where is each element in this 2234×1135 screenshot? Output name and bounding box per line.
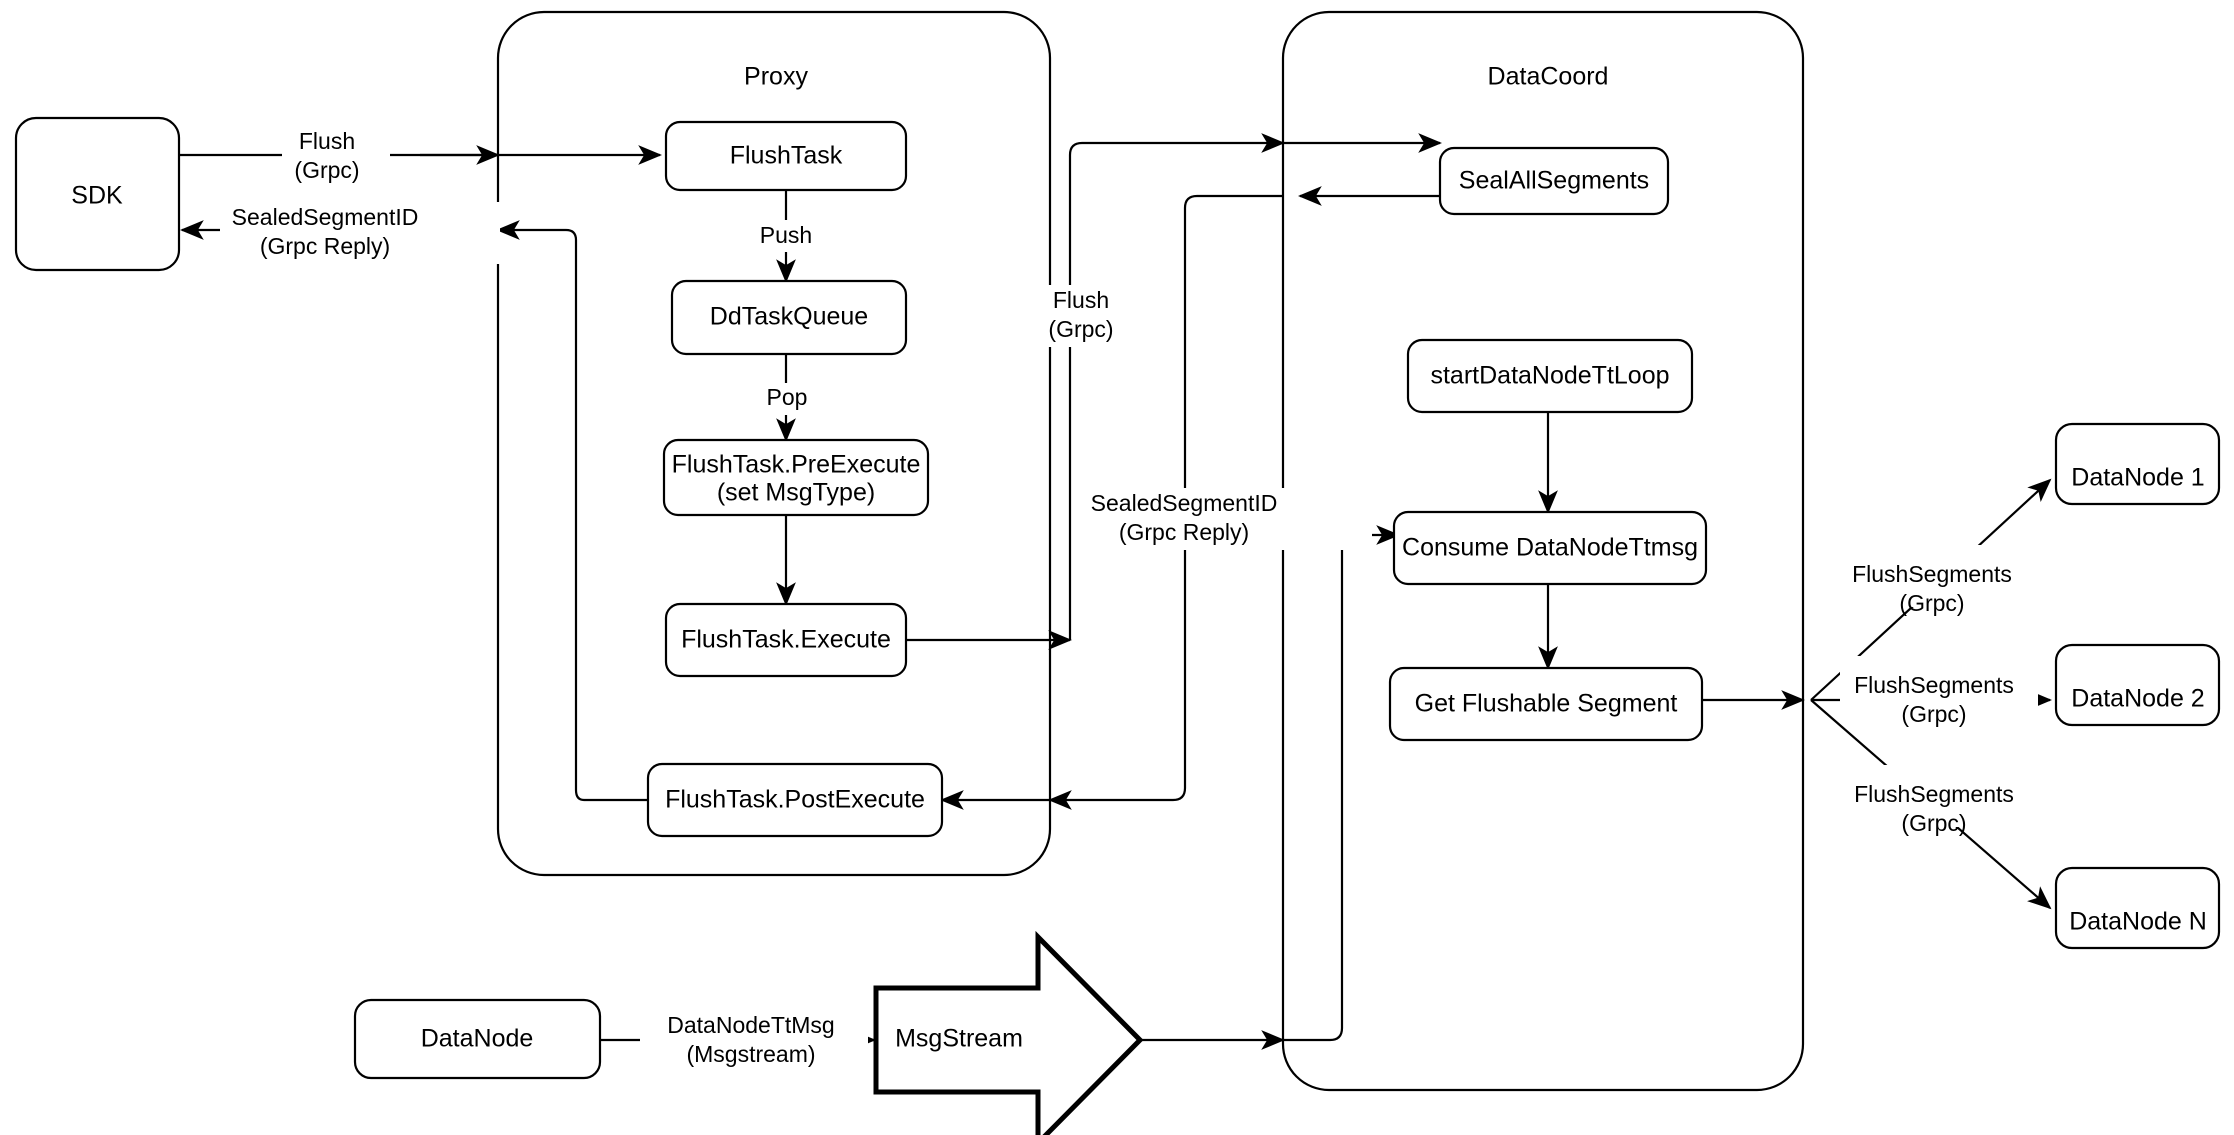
node-datanode-1[interactable]: [2054, 422, 2221, 506]
node-ddtaskqueue-label: DdTaskQueue: [710, 303, 868, 331]
edge-label-flushsegments-1-line2: (Grpc): [1899, 590, 1964, 616]
edge-flush-corridor-to-datacoord: [1068, 133, 1285, 640]
edge-label-flush-grpc-corridor-line2: (Grpc): [1048, 316, 1113, 342]
node-start-datanode-tt-loop-label: startDataNodeTtLoop: [1430, 362, 1669, 390]
edge-label-flush-grpc-corridor-line1: Flush: [1053, 287, 1109, 313]
edge-label-sealedsegmentid-corridor: SealedSegmentID (Grpc Reply): [1090, 488, 1372, 550]
edge-postexecute-to-sdk-rail: [496, 220, 648, 802]
edge-label-flush-grpc-sdk-line2: (Grpc): [294, 157, 359, 183]
node-flushtask-preexecute[interactable]: [662, 438, 930, 517]
edge-label-flushsegments-2-line1: FlushSegments: [1854, 672, 2014, 698]
node-consume-datanode-ttmsg[interactable]: [1392, 510, 1708, 586]
node-msgstream[interactable]: [873, 930, 1144, 1135]
edge-label-pop-text: Pop: [767, 384, 808, 410]
edge-label-datanodettmsg-line2: (Msgstream): [686, 1041, 815, 1067]
node-sealallsegments-label: SealAllSegments: [1459, 167, 1649, 195]
edge-label-flush-grpc-corridor: Flush (Grpc): [1028, 285, 1136, 347]
edge-label-sealedsegmentid-sdk: SealedSegmentID (Grpc Reply): [220, 202, 500, 264]
node-datanode-2[interactable]: [2054, 643, 2221, 727]
node-start-datanode-tt-loop[interactable]: [1406, 338, 1694, 414]
edge-label-flush-grpc-sdk-line1: Flush: [299, 128, 355, 154]
node-flushtask-label: FlushTask: [730, 142, 843, 170]
edge-label-push: Push: [740, 220, 832, 252]
node-flushtask[interactable]: [664, 120, 908, 192]
node-datanode-2-label: DataNode 2: [2071, 685, 2204, 713]
node-datanode-n-label: DataNode N: [2069, 908, 2207, 936]
edge-label-pop: Pop: [746, 383, 828, 415]
edge-label-flushsegments-1-line1: FlushSegments: [1852, 561, 2012, 587]
node-datanode-n[interactable]: [2054, 866, 2221, 950]
node-flushtask-execute-label: FlushTask.Execute: [681, 626, 891, 654]
edge-label-datanodettmsg: DataNodeTtMsg (Msgstream): [640, 1010, 868, 1072]
node-get-flushable-segment[interactable]: [1388, 666, 1704, 742]
node-consume-datanode-ttmsg-label: Consume DataNodeTtmsg: [1402, 534, 1698, 562]
node-msgstream-label: MsgStream: [895, 1025, 1023, 1053]
node-sdk[interactable]: [14, 116, 181, 272]
node-flushtask-postexecute-label: FlushTask.PostExecute: [665, 786, 925, 814]
edge-label-flushsegments-1: FlushSegments (Grpc): [1838, 545, 2036, 616]
edge-label-sealedsegmentid-corridor-line2: (Grpc Reply): [1119, 519, 1249, 545]
edge-label-flushsegments-2-line2: (Grpc): [1901, 701, 1966, 727]
node-ddtaskqueue[interactable]: [670, 279, 908, 356]
node-flushtask-preexecute-label-line2: (set MsgType): [717, 479, 875, 507]
edge-label-sealedsegmentid-sdk-line2: (Grpc Reply): [260, 233, 390, 259]
node-datanode-bottom[interactable]: [353, 998, 602, 1080]
edge-label-datanodettmsg-line1: DataNodeTtMsg: [667, 1012, 834, 1038]
group-datacoord-label: DataCoord: [1488, 63, 1609, 91]
group-proxy-label: Proxy: [744, 63, 808, 91]
node-sdk-label: SDK: [71, 182, 123, 210]
edge-label-flushsegments-n: FlushSegments (Grpc): [1840, 765, 2038, 836]
edge-label-sealedsegmentid-sdk-line1: SealedSegmentID: [232, 204, 419, 230]
node-datanode-1-label: DataNode 1: [2071, 464, 2204, 492]
edge-label-flushsegments-n-line1: FlushSegments: [1854, 781, 2014, 807]
node-sealallsegments[interactable]: [1438, 146, 1670, 216]
edge-label-flushsegments-n-line2: (Grpc): [1901, 810, 1966, 836]
edge-label-sealedsegmentid-corridor-line1: SealedSegmentID: [1091, 490, 1278, 516]
node-flushtask-execute[interactable]: [664, 602, 908, 678]
edge-label-push-text: Push: [760, 222, 812, 248]
node-flushtask-preexecute-label-line1: FlushTask.PreExecute: [672, 451, 921, 479]
node-flushtask-postexecute[interactable]: [646, 762, 944, 838]
edge-label-flush-grpc-sdk: Flush (Grpc): [282, 126, 390, 188]
edge-label-flushsegments-2: FlushSegments (Grpc): [1840, 656, 2038, 727]
node-datanode-bottom-label: DataNode: [421, 1025, 534, 1053]
node-get-flushable-segment-label: Get Flushable Segment: [1415, 690, 1678, 718]
